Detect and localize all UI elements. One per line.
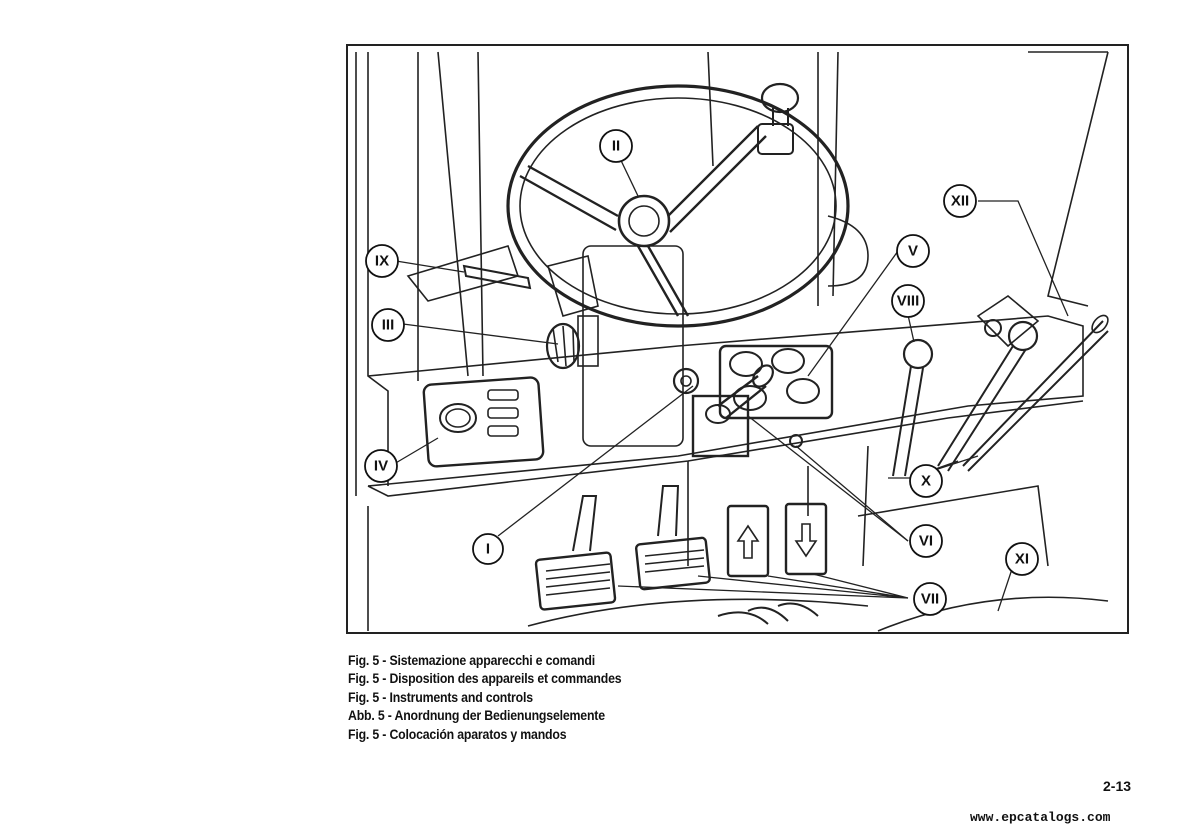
cab-wall [355,51,469,496]
callout-XII [943,184,977,218]
callout-III [371,308,405,342]
svg-text:IX: IX [375,253,389,270]
joystick-base [691,394,750,458]
svg-text:VI: VI [919,533,933,550]
callout-VIII [891,284,925,318]
svg-text:V: V [908,243,918,260]
caption-german: Abb. 5 - Anordnung der Bedienungselement… [348,708,605,724]
svg-text:XII: XII [951,193,969,210]
caption-spanish: Fig. 5 - Colocación aparatos y mandos [348,726,567,742]
svg-text:III: III [382,317,395,334]
gauge-block [718,344,834,420]
callout-IX [365,244,399,278]
pedal-down [784,502,828,576]
callout-VI [909,524,943,558]
page-number: 2-13 [1103,778,1132,794]
floor [367,506,1109,632]
callout-V [896,234,930,268]
pedal-left [534,551,617,611]
callout-I [472,533,504,565]
figure-captions: Fig. 5 - Sistemazione apparecchi e coman… [348,652,948,744]
pedal-up [726,504,770,578]
instruments-figure: I II III IV V VI VII VIII IX X XI XII [346,44,1129,634]
steering-wheel [506,84,850,328]
svg-text:VII: VII [921,591,939,608]
pedal-right [634,536,711,591]
callout-XI [1005,542,1039,576]
callout-IV [364,449,398,483]
callout-VII [913,582,947,616]
instrument-panel [422,376,545,468]
cab-illustration: I II III IV V VI VII VIII IX X XI XII [355,51,1109,632]
svg-text:I: I [486,541,490,558]
svg-text:X: X [921,473,931,490]
caption-english: Fig. 5 - Instruments and controls [348,689,533,705]
svg-text:II: II [612,138,620,155]
svg-text:IV: IV [374,458,388,475]
svg-text:VIII: VIII [897,293,920,310]
steering-column [582,245,684,447]
dashboard [367,315,1084,487]
svg-text:XI: XI [1015,551,1029,568]
callout-II [599,129,633,163]
caption-french: Fig. 5 - Disposition des appareils et co… [348,671,622,687]
callout-X [909,464,943,498]
watermark-url: www.epcatalogs.com [970,810,1111,825]
caption-italian: Fig. 5 - Sistemazione apparecchi e coman… [348,653,595,668]
